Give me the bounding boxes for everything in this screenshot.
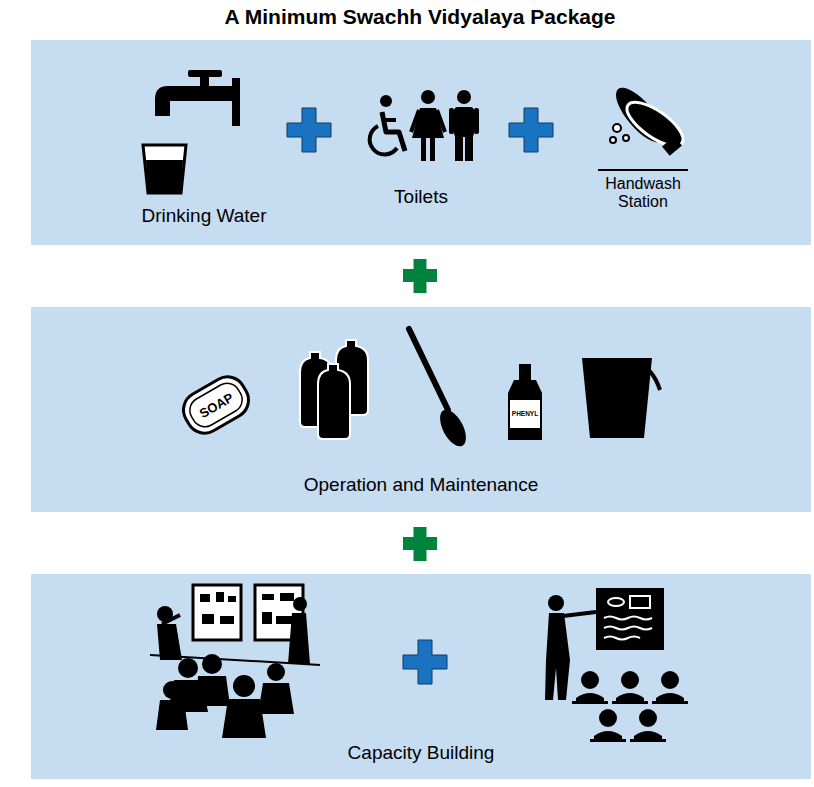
band-label: Capacity Building [348,743,495,764]
soap-icon [177,370,255,439]
band-label: Handwash Station [593,175,693,210]
woman-icon [411,90,445,161]
blue-plus [287,108,553,684]
top-band: Drinking Water Toilets Handwash Station [31,40,811,245]
band-grounds [31,40,811,779]
band-label: Operation and Maintenance [304,475,539,496]
glass-icon [143,145,186,193]
bottom-band: Capacity Building [31,574,811,779]
handwash-icon [598,81,689,170]
tap-icon [155,70,240,126]
phenyl-bottle-icon [508,364,542,440]
phenyl-label: PHENYL [512,411,538,418]
group-learning-icon [150,585,320,738]
brush-icon [409,329,471,450]
wheelchair-icon [370,95,405,154]
classroom-icon [545,588,688,742]
bottles-icon [300,340,368,439]
band-label: Toilets [394,187,448,208]
green-plus [403,259,437,561]
man-icon [449,90,479,161]
band-label: Drinking Water [142,206,267,227]
bucket-icon [582,358,660,438]
diagram-title: A Minimum Swachh Vidyalaya Package [225,5,616,29]
middle-band: Operation and Maintenance [31,307,811,512]
